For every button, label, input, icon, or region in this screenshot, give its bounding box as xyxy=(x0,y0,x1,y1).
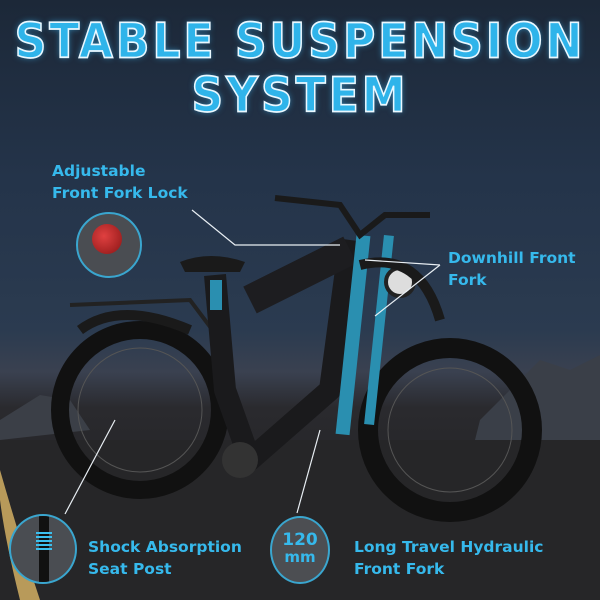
rear-wheel xyxy=(51,321,229,499)
front-fork xyxy=(335,234,371,436)
hydraulic-fork-line1: Long Travel Hydraulic xyxy=(354,538,544,556)
front-wheel xyxy=(358,338,542,522)
seat-post-line1: Shock Absorption xyxy=(88,538,242,556)
front-rim xyxy=(387,367,513,493)
front-fender xyxy=(358,257,445,322)
saddle xyxy=(180,256,245,272)
mountain-left xyxy=(0,395,90,440)
fork-lock-label: Adjustable Front Fork Lock xyxy=(52,160,188,204)
rear-fender xyxy=(77,310,192,335)
travel-badge: 120 mm xyxy=(270,516,330,584)
travel-unit: mm xyxy=(284,548,316,566)
downhill-fork-line1: Downhill Front xyxy=(448,249,576,267)
downhill-fork-line2: Fork xyxy=(448,271,487,289)
seat-post-spring xyxy=(210,280,222,310)
fork-lock-line2: Front Fork Lock xyxy=(52,184,188,202)
lock-knob-icon xyxy=(92,224,122,254)
spring-icon xyxy=(36,532,52,552)
seat-post-detail xyxy=(9,514,77,584)
seat-post-line2: Seat Post xyxy=(88,560,172,578)
fork-lock-detail xyxy=(76,212,142,278)
seat-post-label: Shock Absorption Seat Post xyxy=(88,536,242,580)
downhill-fork-label: Downhill Front Fork xyxy=(448,247,576,291)
fork-lock-line1: Adjustable xyxy=(52,162,146,180)
rear-rim xyxy=(77,347,203,473)
headline-line2: SYSTEM xyxy=(191,67,409,125)
hydraulic-fork-line2: Front Fork xyxy=(354,560,445,578)
hydraulic-fork-label: Long Travel Hydraulic Front Fork xyxy=(354,536,543,580)
battery xyxy=(243,236,357,314)
chainring xyxy=(222,442,258,478)
callout-lines xyxy=(64,209,441,515)
handlebar xyxy=(274,195,430,240)
headline-line1: STABLE SUSPENSION xyxy=(14,13,586,71)
travel-value: 120 xyxy=(282,530,318,550)
